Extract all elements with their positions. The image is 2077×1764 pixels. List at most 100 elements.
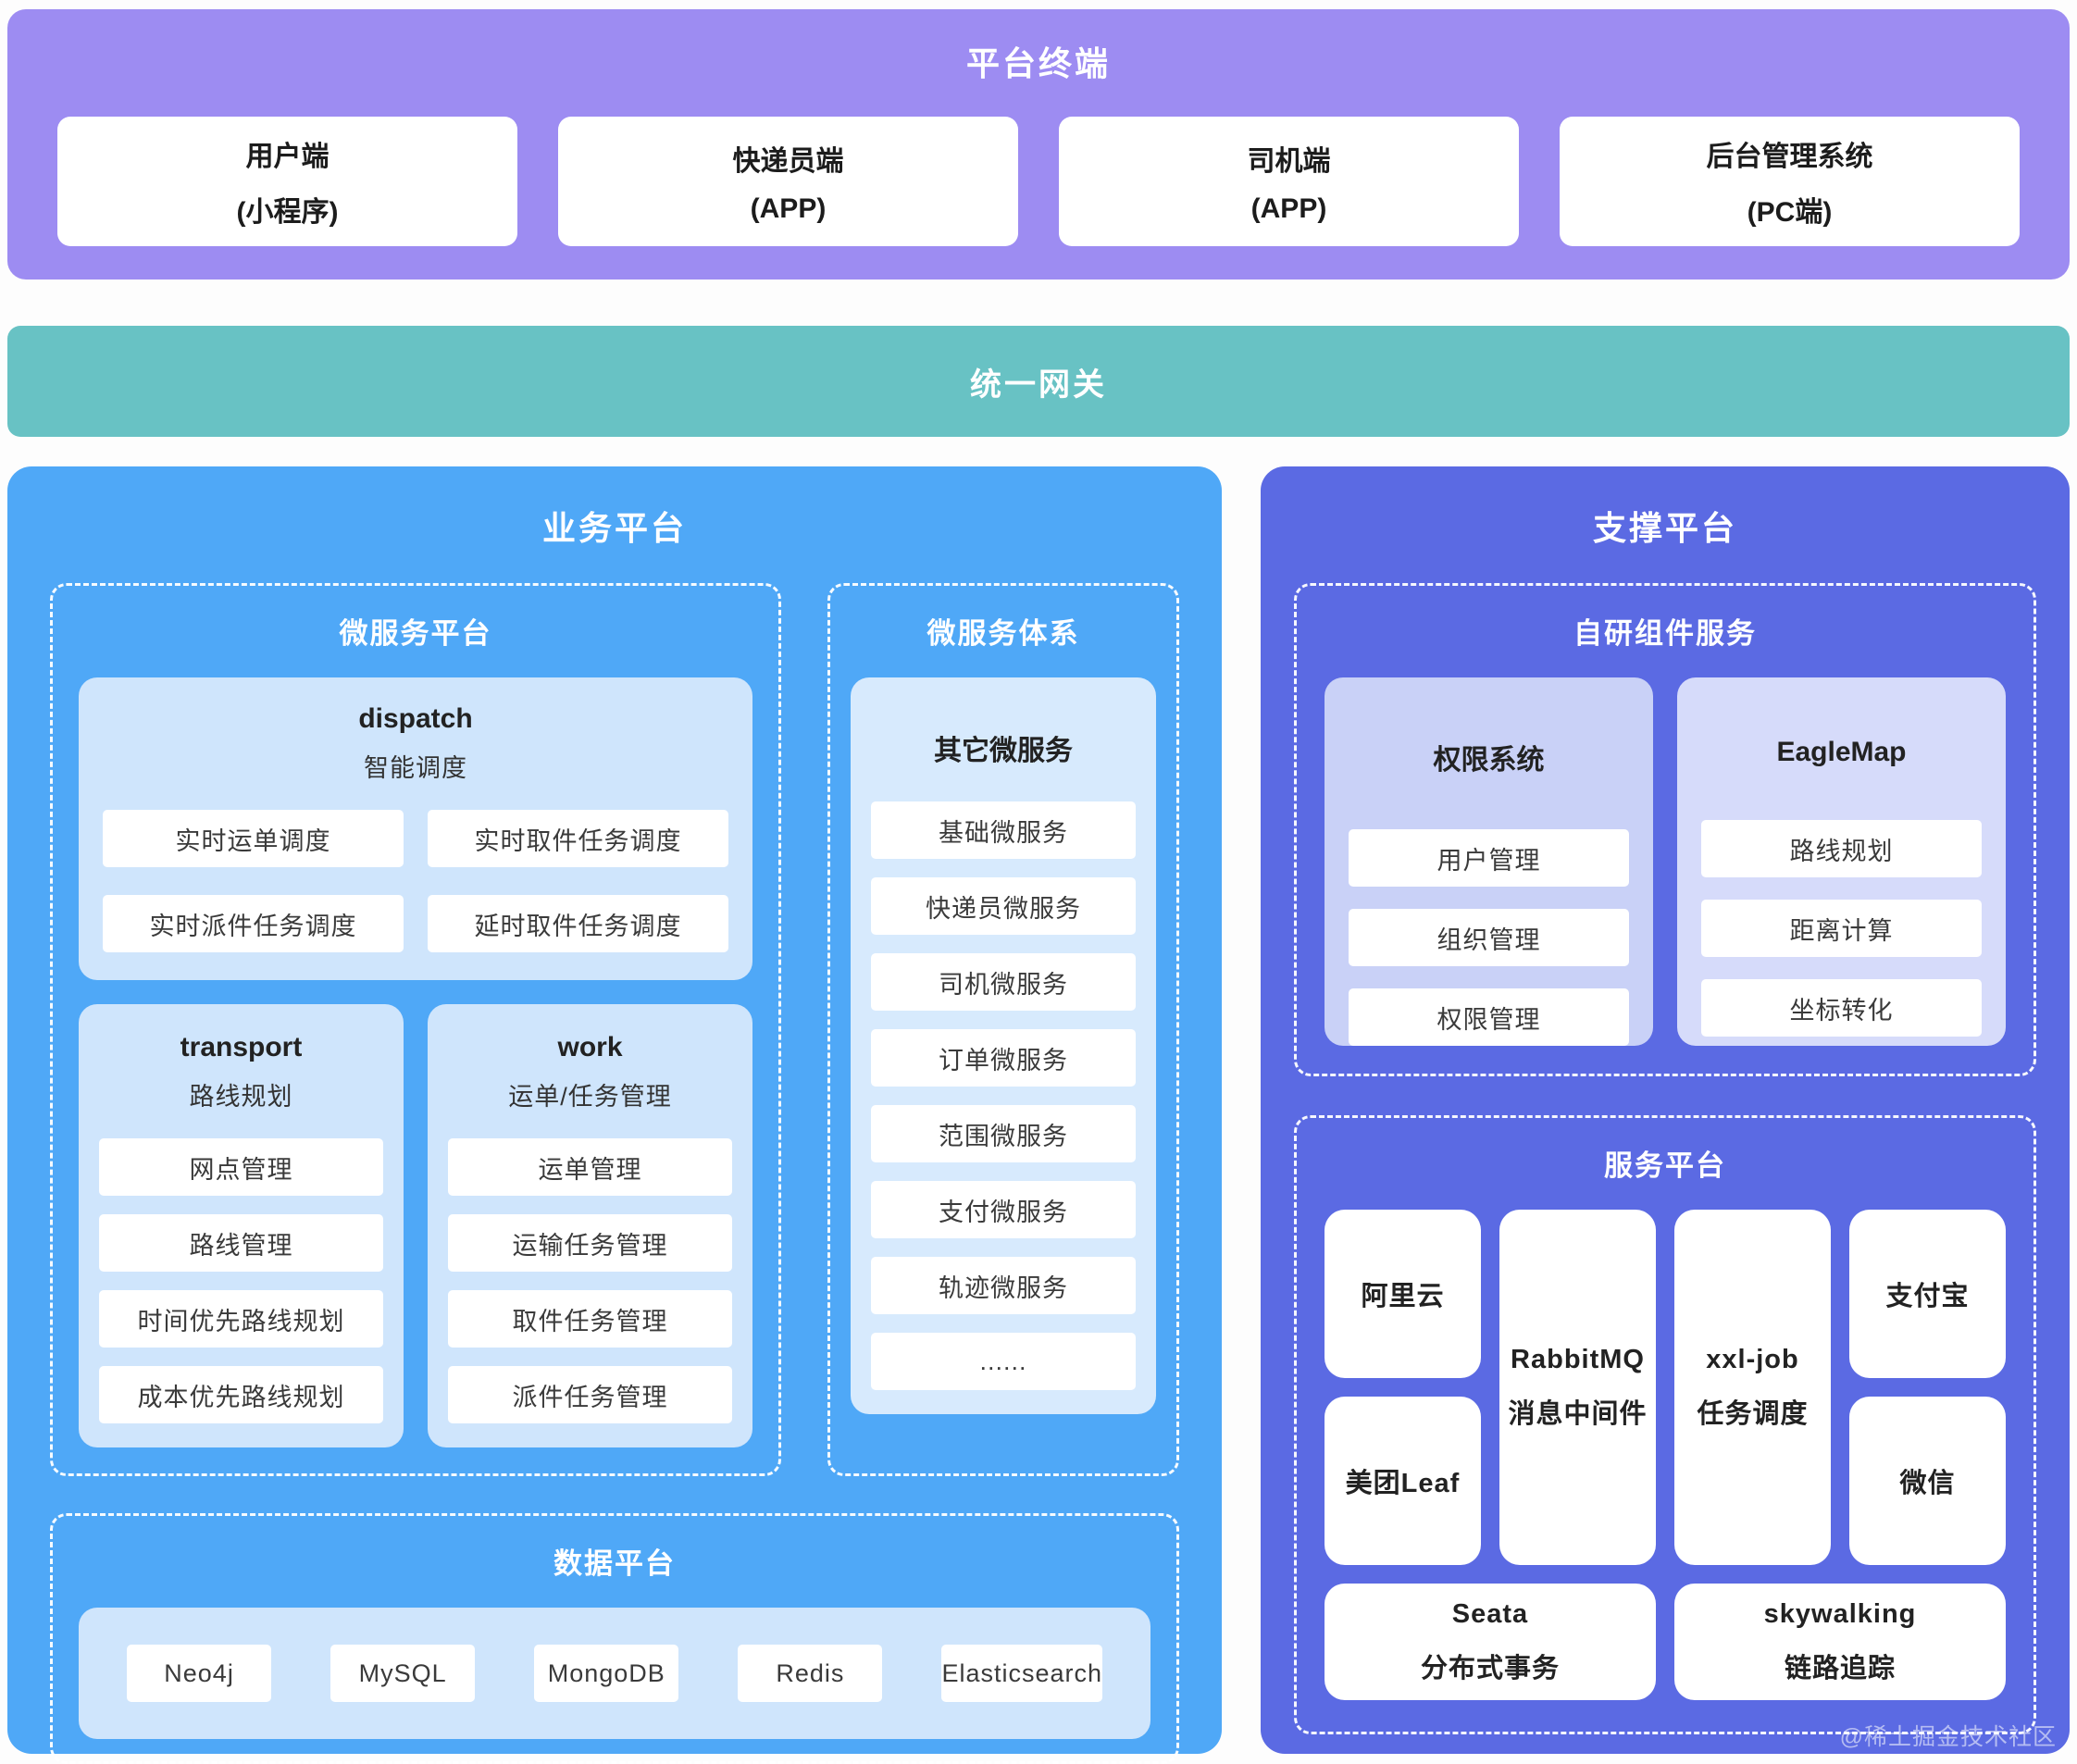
card-label: 阿里云 xyxy=(1361,1282,1445,1311)
self-research-box: 自研组件服务 权限系统 用户管理 组织管理 权限管理 EagleMap 路线规 xyxy=(1294,583,2036,1076)
dispatch-items: 实时运单调度 实时取件任务调度 实时派件任务调度 延时取件任务调度 xyxy=(103,810,728,952)
service-platform-grid: 阿里云 RabbitMQ 消息中间件 xxl-job 任务调度 支付宝 美团Le xyxy=(1325,1210,2006,1700)
terminal-box-type: (APP) xyxy=(1250,193,1327,224)
list-item: 订单微服务 xyxy=(871,1029,1136,1087)
eaglemap-items: 路线规划 距离计算 坐标转化 xyxy=(1701,820,1982,1037)
support-platform-panel: 支撑平台 自研组件服务 权限系统 用户管理 组织管理 权限管理 EagleMap xyxy=(1261,466,2070,1754)
work-card-subtitle: 运单/任务管理 xyxy=(508,1083,672,1111)
list-item: 运单管理 xyxy=(448,1138,732,1196)
microservice-platform-box: 微服务平台 dispatch 智能调度 实时运单调度 实时取件任务调度 实时派件… xyxy=(50,583,781,1476)
list-item: Neo4j xyxy=(127,1645,272,1702)
meituan-leaf-card: 美团Leaf xyxy=(1325,1397,1481,1565)
transport-card-title: transport xyxy=(180,1032,303,1062)
microservice-platform-title: 微服务平台 xyxy=(339,617,492,650)
dispatch-card-title: dispatch xyxy=(358,703,473,734)
self-research-row: 权限系统 用户管理 组织管理 权限管理 EagleMap 路线规划 距离计算 坐… xyxy=(1325,677,2006,1046)
transport-items: 网点管理 路线管理 时间优先路线规划 成本优先路线规划 xyxy=(99,1138,383,1423)
card-label: RabbitMQ xyxy=(1511,1344,1645,1374)
card-sublabel: 任务调度 xyxy=(1697,1398,1809,1429)
main-row: 业务平台 微服务平台 dispatch 智能调度 实时运单调度 实时取件任务调度… xyxy=(7,466,2070,1764)
list-item: 轨迹微服务 xyxy=(871,1257,1136,1314)
terminal-box-driver: 司机端 (APP) xyxy=(1059,117,1519,246)
list-item: 用户管理 xyxy=(1349,829,1629,887)
list-item: Elasticsearch xyxy=(941,1645,1103,1702)
list-item: 延时取件任务调度 xyxy=(428,895,728,952)
transport-card-subtitle: 路线规划 xyxy=(189,1083,293,1111)
list-item: 司机微服务 xyxy=(871,953,1136,1011)
list-item: 距离计算 xyxy=(1701,900,1982,957)
card-label: skywalking xyxy=(1763,1598,1917,1629)
list-item: MongoDB xyxy=(534,1645,679,1702)
support-platform-title: 支撑平台 xyxy=(1592,509,1737,547)
list-item-ellipsis: ...... xyxy=(871,1333,1136,1390)
auth-system-items: 用户管理 组织管理 权限管理 xyxy=(1349,829,1629,1046)
terminal-band-title: 平台终端 xyxy=(965,44,1111,82)
work-card-title: work xyxy=(557,1032,623,1062)
terminal-band: 平台终端 用户端 (小程序) 快递员端 (APP) 司机端 (APP) 后台管理… xyxy=(7,9,2070,280)
terminal-box-name: 快递员端 xyxy=(732,146,844,177)
gateway-title: 统一网关 xyxy=(970,366,1107,403)
list-item: 成本优先路线规划 xyxy=(99,1366,383,1423)
self-research-title: 自研组件服务 xyxy=(1573,617,1757,650)
list-item: 权限管理 xyxy=(1349,988,1629,1046)
watermark: @稀土掘金技术社区 xyxy=(1839,1724,2057,1750)
transport-card: transport 路线规划 网点管理 路线管理 时间优先路线规划 成本优先路线… xyxy=(79,1004,404,1447)
list-item: 路线管理 xyxy=(99,1214,383,1272)
terminal-box-type: (小程序) xyxy=(236,197,339,228)
terminal-box-courier: 快递员端 (APP) xyxy=(558,117,1018,246)
skywalking-card: skywalking 链路追踪 xyxy=(1674,1584,2006,1700)
list-item: Redis xyxy=(738,1645,883,1702)
card-label: 微信 xyxy=(1899,1469,1956,1498)
microservice-system-box: 微服务体系 其它微服务 基础微服务 快递员微服务 司机微服务 订单微服务 范围微… xyxy=(827,583,1179,1476)
list-item: 基础微服务 xyxy=(871,801,1136,859)
wechat-card: 微信 xyxy=(1849,1397,2006,1565)
card-label: 美团Leaf xyxy=(1345,1469,1461,1498)
eaglemap-title: EagleMap xyxy=(1776,737,1907,767)
list-item: 支付微服务 xyxy=(871,1181,1136,1238)
list-item: 组织管理 xyxy=(1349,909,1629,966)
eaglemap-card: EagleMap 路线规划 距离计算 坐标转化 xyxy=(1677,677,2006,1046)
list-item: 网点管理 xyxy=(99,1138,383,1196)
business-top-row: 微服务平台 dispatch 智能调度 实时运单调度 实时取件任务调度 实时派件… xyxy=(50,583,1179,1476)
list-item: 时间优先路线规划 xyxy=(99,1290,383,1348)
card-label: xxl-job xyxy=(1706,1344,1799,1374)
other-microservices-card: 其它微服务 基础微服务 快递员微服务 司机微服务 订单微服务 范围微服务 支付微… xyxy=(851,677,1156,1414)
alipay-card: 支付宝 xyxy=(1849,1210,2006,1378)
list-item: MySQL xyxy=(330,1645,476,1702)
list-item: 坐标转化 xyxy=(1701,979,1982,1037)
list-item: 实时取件任务调度 xyxy=(428,810,728,867)
gateway-band: 统一网关 xyxy=(7,326,2070,437)
data-platform-card: Neo4j MySQL MongoDB Redis Elasticsearch xyxy=(79,1608,1150,1739)
list-item: 实时派件任务调度 xyxy=(103,895,404,952)
terminal-box-name: 后台管理系统 xyxy=(1706,142,1873,172)
microservice-system-title: 微服务体系 xyxy=(927,617,1080,650)
work-items: 运单管理 运输任务管理 取件任务管理 派件任务管理 xyxy=(448,1138,732,1423)
card-sublabel: 分布式事务 xyxy=(1420,1653,1560,1683)
business-platform-panel: 业务平台 微服务平台 dispatch 智能调度 实时运单调度 实时取件任务调度… xyxy=(7,466,1222,1764)
terminal-box-name: 用户端 xyxy=(245,142,330,172)
terminal-boxes: 用户端 (小程序) 快递员端 (APP) 司机端 (APP) 后台管理系统 (P… xyxy=(57,117,2020,246)
work-card: work 运单/任务管理 运单管理 运输任务管理 取件任务管理 派件任务管理 xyxy=(428,1004,752,1447)
data-platform-box: 数据平台 Neo4j MySQL MongoDB Redis Elasticse… xyxy=(50,1513,1179,1764)
terminal-box-admin: 后台管理系统 (PC端) xyxy=(1560,117,2020,246)
list-item: 范围微服务 xyxy=(871,1105,1136,1162)
list-item: 运输任务管理 xyxy=(448,1214,732,1272)
card-label: Seata xyxy=(1451,1598,1529,1629)
auth-system-title: 权限系统 xyxy=(1433,745,1545,776)
list-item: 派件任务管理 xyxy=(448,1366,732,1423)
transport-work-row: transport 路线规划 网点管理 路线管理 时间优先路线规划 成本优先路线… xyxy=(79,1004,752,1447)
aliyun-card: 阿里云 xyxy=(1325,1210,1481,1378)
terminal-box-type: (PC端) xyxy=(1747,197,1833,228)
card-sublabel: 链路追踪 xyxy=(1784,1653,1896,1683)
list-item: 快递员微服务 xyxy=(871,877,1136,935)
card-label: 支付宝 xyxy=(1885,1282,1970,1311)
auth-system-card: 权限系统 用户管理 组织管理 权限管理 xyxy=(1325,677,1653,1046)
service-platform-title: 服务平台 xyxy=(1604,1149,1726,1182)
seata-card: Seata 分布式事务 xyxy=(1325,1584,1656,1700)
list-item: 实时运单调度 xyxy=(103,810,404,867)
list-item: 路线规划 xyxy=(1701,820,1982,877)
rabbitmq-card: RabbitMQ 消息中间件 xyxy=(1499,1210,1656,1565)
data-platform-title: 数据平台 xyxy=(553,1547,676,1580)
other-microservices-title: 其它微服务 xyxy=(934,736,1073,766)
